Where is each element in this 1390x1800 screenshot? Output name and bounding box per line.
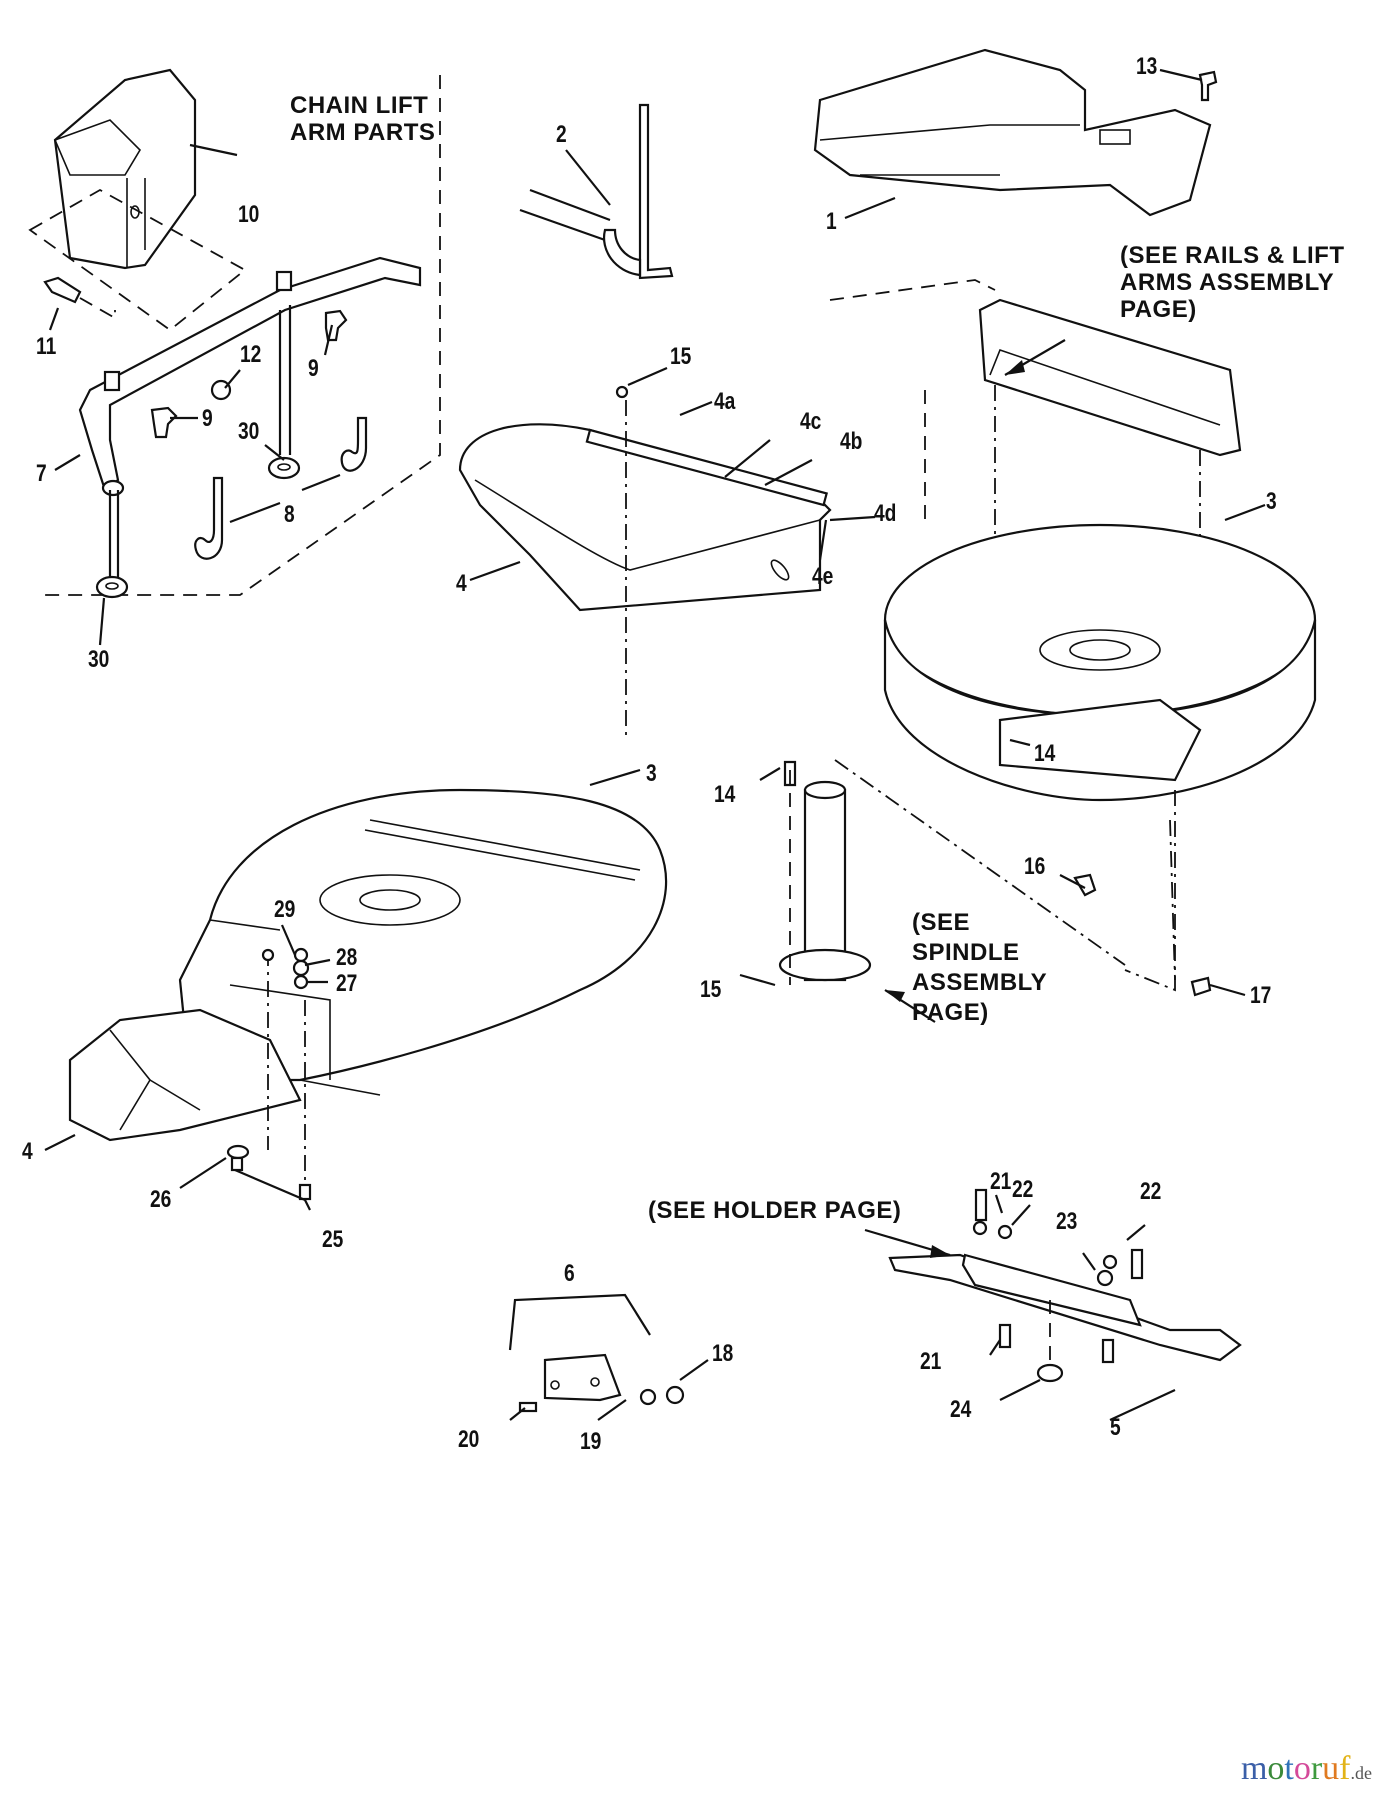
callout-30: 30 [238, 418, 260, 445]
callout-8: 8 [284, 501, 295, 528]
part-4-deflector-upper [458, 385, 832, 735]
callout-23: 23 [1056, 1208, 1078, 1235]
callout-13: 13 [1136, 53, 1158, 80]
note-line: ASSEMBLY [912, 969, 1048, 996]
callout-28: 28 [336, 944, 358, 971]
spindle-assembly [778, 760, 872, 985]
note-line: SPINDLE [912, 939, 1020, 966]
part-8-hook [194, 416, 368, 560]
callout-2: 2 [556, 121, 567, 148]
watermark-letter: o [1267, 1750, 1285, 1787]
note-line: (SEE HOLDER PAGE) [648, 1197, 902, 1224]
note-line: PAGE) [1120, 296, 1197, 323]
callout-17: 17 [1250, 982, 1272, 1009]
arrow-heads [885, 360, 1025, 1258]
note-see-holder-page: (SEE HOLDER PAGE) [648, 1197, 901, 1224]
callout-4d: 4d [874, 500, 897, 527]
callout-4a: 4a [714, 388, 736, 415]
note-line: PAGE) [912, 999, 989, 1026]
part-5-blade [888, 1188, 1242, 1383]
callout-4e: 4e [812, 563, 834, 590]
part-17-bolt [1190, 976, 1212, 997]
watermark-tld: .de [1350, 1763, 1373, 1783]
part-3-deck-right [834, 523, 1317, 992]
part-30-washer [95, 456, 301, 599]
note-line: CHAIN LIFT [290, 92, 429, 119]
part-1-cover [813, 48, 1212, 217]
note-line: (SEE RAILS & LIFT [1120, 242, 1345, 269]
callout-21: 21 [920, 1348, 942, 1375]
callout-14: 14 [1034, 740, 1056, 767]
note-line: (SEE [912, 909, 971, 936]
leader-lines [44, 68, 1266, 1421]
part-3-deck-left [178, 788, 668, 1096]
callout-30: 30 [88, 646, 110, 673]
callout-7: 7 [36, 460, 47, 487]
callout-16: 16 [1024, 853, 1046, 880]
part-7-lift-arm [78, 256, 422, 595]
part-13-bolt [1198, 70, 1218, 102]
callout-11: 11 [36, 333, 57, 360]
callout-20: 20 [458, 1426, 480, 1453]
callout-4b: 4b [840, 428, 863, 455]
callout-26: 26 [150, 1186, 172, 1213]
watermark-letter: u [1322, 1750, 1340, 1787]
note-see-rails-page: (SEE RAILS & LIFT ARMS ASSEMBLY PAGE) [1120, 242, 1345, 323]
part-16-clip [1073, 873, 1097, 897]
note-see-spindle-page: (SEE SPINDLE ASSEMBLY PAGE) [912, 908, 1047, 1028]
callout-18: 18 [712, 1340, 734, 1367]
part-10-guard [28, 68, 247, 332]
callout-9: 9 [202, 405, 213, 432]
callout-3: 3 [1266, 488, 1277, 515]
watermark-logo: motoruf.de [1241, 1752, 1372, 1786]
callout-4c: 4c [800, 408, 822, 435]
callout-3: 3 [646, 760, 657, 787]
note-chain-lift-arm-parts: CHAIN LIFT ARM PARTS [290, 92, 435, 146]
part-2-rod [519, 103, 674, 280]
callout-10: 10 [238, 201, 260, 228]
callout-24: 24 [950, 1396, 972, 1423]
callout-15: 15 [670, 343, 692, 370]
part-4-chute-lower [68, 950, 306, 1190]
callout-5: 5 [1110, 1414, 1121, 1441]
callout-15: 15 [700, 976, 722, 1003]
callout-21: 21 [990, 1168, 1012, 1195]
watermark-letter: r [1310, 1750, 1323, 1787]
chain-lift-boundary [40, 75, 441, 596]
callout-27: 27 [336, 970, 358, 997]
watermark-letter: o [1293, 1750, 1311, 1787]
callout-22: 22 [1012, 1176, 1034, 1203]
note-line: ARM PARTS [290, 119, 436, 146]
callout-19: 19 [580, 1428, 602, 1455]
part-12-nut [210, 379, 232, 401]
callout-1: 1 [826, 208, 837, 235]
callout-4: 4 [22, 1138, 33, 1165]
watermark-letter: m [1240, 1750, 1268, 1787]
callout-9: 9 [308, 355, 319, 382]
watermark-letter: f [1339, 1750, 1351, 1787]
part-11-bolt [43, 276, 116, 320]
callout-6: 6 [564, 1260, 575, 1287]
callout-22: 22 [1140, 1178, 1162, 1205]
note-line: ARMS ASSEMBLY [1120, 269, 1335, 296]
callout-25: 25 [322, 1226, 344, 1253]
hardware-25-29 [226, 947, 312, 1201]
part-6-bracket [508, 1293, 685, 1413]
callout-29: 29 [274, 896, 296, 923]
watermark-letter: t [1284, 1750, 1294, 1787]
callout-4: 4 [456, 570, 467, 597]
callout-12: 12 [240, 341, 262, 368]
callout-14: 14 [714, 781, 736, 808]
